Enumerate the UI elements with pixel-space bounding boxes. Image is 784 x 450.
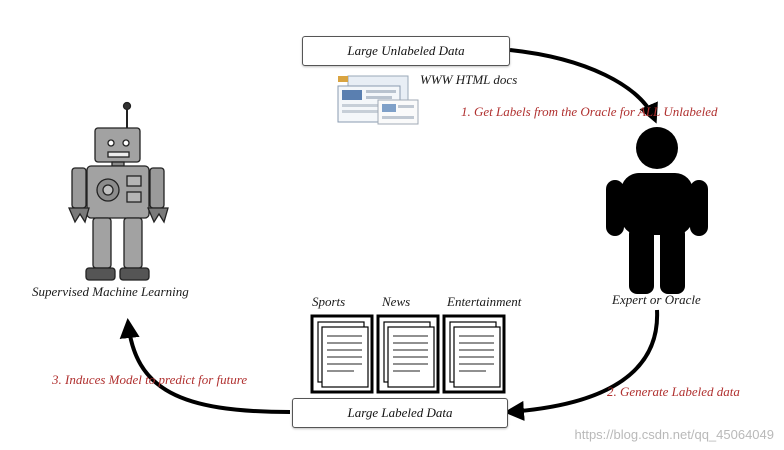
watermark-text: https://blog.csdn.net/qq_45064049	[574, 427, 775, 442]
step-1-label: 1. Get Labels from the Oracle for ALL Un…	[461, 104, 718, 119]
www-docs-image	[337, 75, 419, 125]
robot-caption: Supervised Machine Learning	[32, 284, 189, 299]
category-entertainment: Entertainment	[447, 294, 522, 309]
doc-stack-sports	[310, 314, 374, 394]
unlabeled-data-box: Large Unlabeled Data	[302, 36, 510, 66]
doc-stack-entertainment	[442, 314, 506, 394]
category-news: News	[382, 294, 411, 309]
step-2-label: 2. Generate Labeled data	[607, 384, 740, 399]
robot-icon	[68, 101, 169, 281]
arrow-unlabeled-to-oracle	[509, 48, 658, 124]
www-docs-label: WWW HTML docs	[420, 72, 518, 87]
step-3-label: 3. Induces Model to predict for future	[52, 372, 248, 387]
arrow-oracle-to-labeled	[504, 309, 660, 421]
oracle-caption: Expert or Oracle	[612, 292, 701, 307]
category-sports: Sports	[312, 294, 346, 309]
person-icon	[606, 127, 708, 294]
labeled-data-box: Large Labeled Data	[292, 398, 508, 428]
doc-stack-news	[376, 314, 440, 394]
arrow-labeled-to-robot	[119, 318, 291, 414]
